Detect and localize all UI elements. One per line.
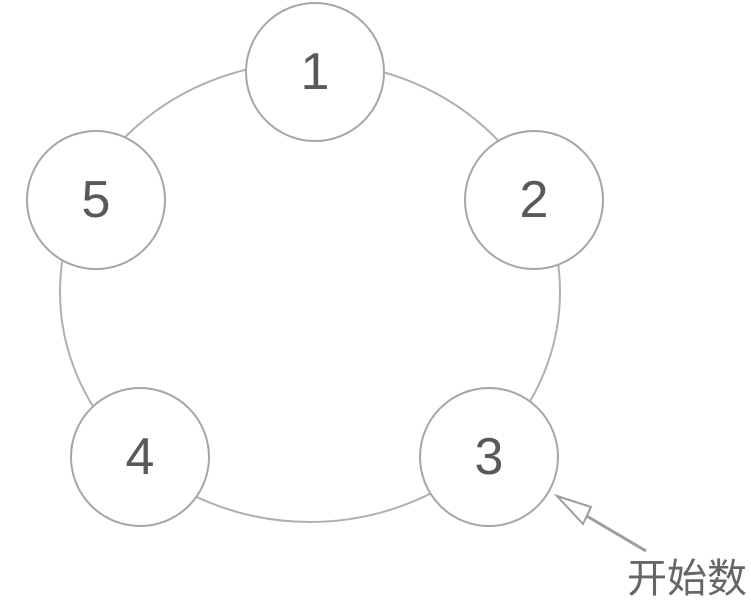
- node-layer: 1 2 3 4 5: [26, 2, 604, 527]
- node-label: 5: [82, 171, 111, 229]
- node-label: 4: [126, 428, 155, 486]
- node-circle: [419, 387, 559, 527]
- node-label: 3: [475, 428, 504, 486]
- node-4: 4: [70, 387, 210, 527]
- node-2: 2: [464, 130, 604, 270]
- node-1: 1: [245, 2, 385, 142]
- annotation-layer: 开始数: [553, 493, 747, 601]
- annotation-arrow-head-icon: [553, 493, 593, 526]
- node-circle: [245, 2, 385, 142]
- node-circle: [464, 130, 604, 270]
- annotation-arrow-line: [584, 513, 647, 553]
- node-label: 1: [301, 43, 330, 101]
- annotation-label: 开始数: [627, 557, 747, 601]
- node-label: 2: [520, 171, 549, 229]
- node-circle: [26, 130, 166, 270]
- node-5: 5: [26, 130, 166, 270]
- node-circle: [70, 387, 210, 527]
- node-3: 3: [419, 387, 559, 527]
